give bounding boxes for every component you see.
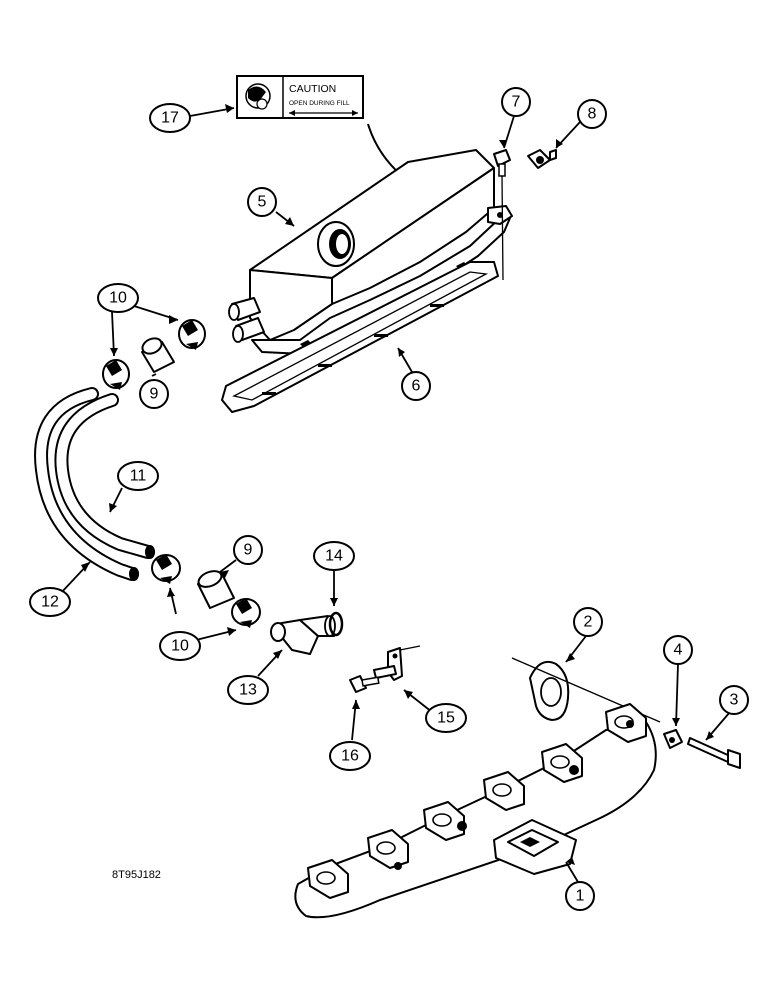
callout-11-text: 11 [130, 468, 147, 485]
caution-text: OPEN DURING FILL [289, 100, 350, 107]
callout-4: 4 [663, 635, 693, 665]
callout-10-upper: 10 [97, 283, 139, 313]
callout-6: 6 [401, 371, 431, 401]
callout-2-text: 2 [584, 614, 593, 631]
callout-15-text: 15 [437, 710, 455, 727]
tank-bolt [493, 149, 511, 281]
callout-9-upper: 9 [139, 379, 169, 409]
upper-short-hose [141, 337, 175, 373]
upper-hose-clamp-a [178, 319, 206, 350]
elbow-fitting [270, 615, 336, 655]
callout-2: 2 [573, 607, 603, 637]
tank-gasket [221, 261, 499, 413]
callout-8-text: 8 [588, 106, 597, 123]
lower-short-hose [197, 570, 235, 609]
callout-3-text: 3 [730, 692, 739, 709]
lower-hose-clamp-b [231, 598, 261, 628]
caution-decal: CAUTION OPEN DURING FILL [236, 75, 364, 119]
callout-8: 8 [577, 99, 607, 129]
callout-5-text: 5 [258, 194, 267, 211]
callout-7-text: 7 [512, 94, 521, 111]
manifold-bolt [687, 737, 741, 769]
callout-3: 3 [719, 685, 749, 715]
turbo-gasket [529, 660, 570, 721]
callout-14: 14 [313, 541, 355, 571]
callout-6-text: 6 [412, 378, 421, 395]
vent-fitting [527, 149, 557, 169]
callout-17: 17 [149, 103, 191, 133]
callout-10-lower: 10 [159, 631, 201, 661]
o-ring [328, 611, 344, 637]
callout-7: 7 [501, 87, 531, 117]
callout-11: 11 [117, 461, 159, 491]
callout-10-lower-text: 10 [171, 638, 189, 655]
callout-15: 15 [425, 703, 467, 733]
coolant-pipe-outer [34, 387, 139, 581]
callout-12-text: 12 [41, 594, 59, 611]
manifold-clip [663, 729, 683, 749]
callout-16: 16 [329, 741, 371, 771]
upper-hose-clamp-b [102, 359, 130, 390]
callout-1-text: 1 [576, 888, 585, 905]
caution-decal-icon [245, 83, 271, 110]
leader-arrowheads [81, 104, 714, 865]
callout-1: 1 [565, 881, 595, 911]
figure-id: 8T95J182 [112, 869, 161, 881]
mounting-bracket [373, 647, 403, 681]
callout-9-upper-text: 9 [150, 386, 159, 403]
exhaust-manifold [294, 703, 657, 919]
caution-arrow [289, 110, 358, 116]
coolant-pipe-inner [54, 393, 155, 559]
lower-hose-clamp-a [151, 554, 181, 584]
callout-10-upper-text: 10 [109, 290, 127, 307]
callout-13-text: 13 [239, 682, 257, 699]
callout-9-lower: 9 [233, 535, 263, 565]
bracket-bolt [349, 645, 421, 693]
callout-9-lower-text: 9 [244, 542, 253, 559]
callout-17-text: 17 [161, 110, 179, 127]
callout-4-text: 4 [674, 642, 683, 659]
callout-13: 13 [227, 675, 269, 705]
callout-12: 12 [29, 587, 71, 617]
callout-5: 5 [247, 187, 277, 217]
caution-title: CAUTION [289, 83, 336, 95]
callout-16-text: 16 [341, 748, 359, 765]
callout-14-text: 14 [325, 548, 343, 565]
expansion-tank [228, 149, 513, 355]
